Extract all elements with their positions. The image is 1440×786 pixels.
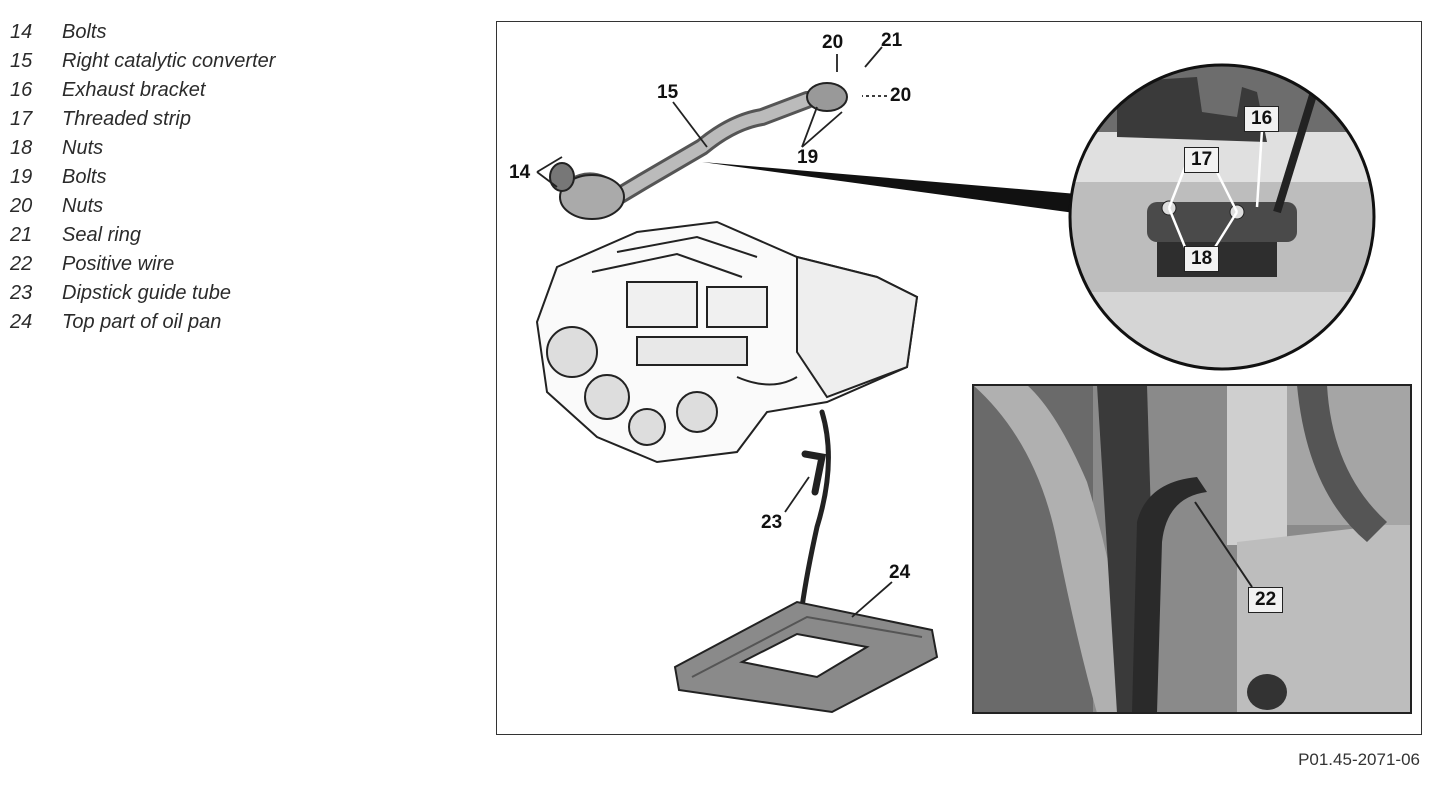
legend-item: 24 Top part of oil pan xyxy=(10,308,275,337)
figure-code: P01.45-2071-06 xyxy=(1298,750,1420,769)
oil-pan-drawing xyxy=(673,600,939,714)
legend-number: 17 xyxy=(10,108,33,130)
legend-text: Seal ring xyxy=(62,224,141,246)
legend-item: 18 Nuts xyxy=(10,134,275,163)
photo-inset-border xyxy=(972,384,1412,714)
leader-lines xyxy=(536,46,893,618)
legend-number: 19 xyxy=(10,166,33,188)
callout-16: 16 xyxy=(1244,106,1280,132)
legend-item: 19 Bolts xyxy=(10,163,275,192)
callout-20-top: 20 xyxy=(822,32,844,53)
legend-item: 15 Right catalytic converter xyxy=(10,47,275,76)
legend-text: Exhaust bracket xyxy=(62,79,206,101)
legend-number: 22 xyxy=(10,253,33,275)
legend-item: 16 Exhaust bracket xyxy=(10,76,275,105)
legend-number: 16 xyxy=(10,79,33,101)
callout-14: 14 xyxy=(509,162,531,183)
photo-inset xyxy=(973,385,1411,713)
dipstick-tube-drawing xyxy=(799,409,831,610)
legend-item: 23 Dipstick guide tube xyxy=(10,279,275,308)
callout-21: 21 xyxy=(881,30,903,51)
legend-item: 14 Bolts xyxy=(10,18,275,47)
callout-24: 24 xyxy=(889,562,911,583)
callout-17: 17 xyxy=(1184,147,1220,173)
legend-item: 20 Nuts xyxy=(10,192,275,221)
magnifier-connector xyxy=(702,162,1082,214)
legend-number: 24 xyxy=(10,311,33,333)
legend-item: 22 Positive wire xyxy=(10,250,275,279)
diagram-drawing xyxy=(535,46,1412,714)
legend-text: Right catalytic converter xyxy=(62,50,276,72)
engine-drawing xyxy=(535,220,919,464)
legend-number: 15 xyxy=(10,50,33,72)
legend-text: Threaded strip xyxy=(62,108,191,130)
callout-18: 18 xyxy=(1184,246,1220,272)
legend-item: 17 Threaded strip xyxy=(10,105,275,134)
legend-text: Bolts xyxy=(62,166,107,188)
callout-20-right: 20 xyxy=(890,85,912,106)
detail-circle xyxy=(1070,65,1374,369)
callout-15: 15 xyxy=(657,82,679,103)
legend-number: 14 xyxy=(10,21,33,43)
legend-number: 18 xyxy=(10,137,33,159)
callout-19: 19 xyxy=(797,147,819,168)
legend-number: 23 xyxy=(10,282,33,304)
legend-text: Bolts xyxy=(62,21,107,43)
callout-22: 22 xyxy=(1248,587,1284,613)
legend-item: 21 Seal ring xyxy=(10,221,275,250)
callout-23: 23 xyxy=(761,512,783,533)
diagram-figure: 14 15 16 17 18 19 20 20 21 22 23 24 xyxy=(496,21,1422,735)
legend-text: Nuts xyxy=(62,195,104,217)
legend-number: 21 xyxy=(10,224,33,246)
exhaust-pipe-drawing xyxy=(549,82,848,220)
legend-number: 20 xyxy=(10,195,33,217)
legend-text: Top part of oil pan xyxy=(62,311,222,333)
legend-text: Dipstick guide tube xyxy=(62,282,231,304)
detail-circle-border xyxy=(1068,63,1376,371)
legend-text: Nuts xyxy=(62,137,104,159)
legend-text: Positive wire xyxy=(62,253,175,275)
